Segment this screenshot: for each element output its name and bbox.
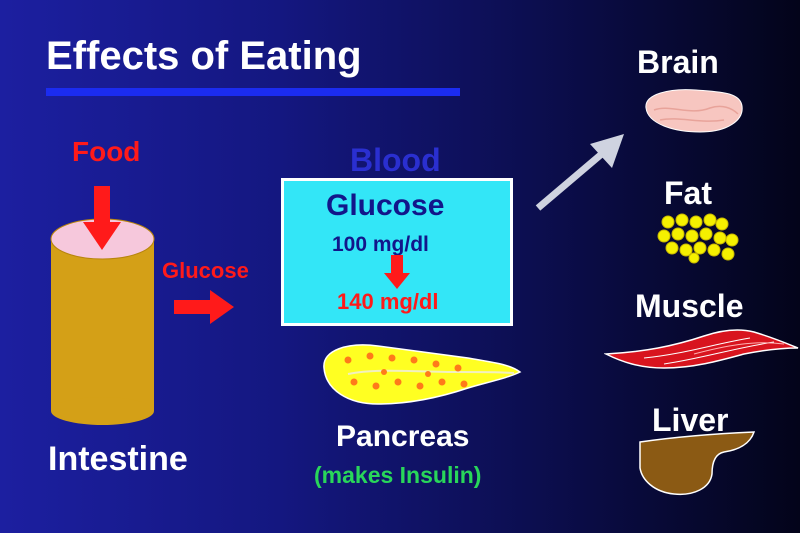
glucose-before-value: 100 mg/dl — [332, 233, 429, 256]
food-label: Food — [72, 136, 141, 167]
liver-label: Liver — [652, 402, 729, 438]
pancreas-insulin-note: (makes Insulin) — [314, 462, 482, 488]
liver-shape — [639, 431, 756, 496]
brain-label: Brain — [637, 44, 719, 80]
intestine-label: Intestine — [48, 440, 188, 478]
distribution-arrow-icon — [535, 134, 624, 211]
pancreas-label: Pancreas — [336, 420, 470, 453]
fat-label: Fat — [664, 175, 712, 211]
muscle-strand — [604, 329, 799, 369]
slide-title: Effects of Eating — [46, 34, 362, 78]
glucose-label: Glucose — [162, 258, 249, 283]
glucose-right-arrow-icon — [174, 290, 234, 324]
food-down-arrow-icon — [83, 186, 121, 250]
box-glucose-title: Glucose — [326, 189, 445, 222]
blood-glucose-box: Glucose 100 mg/dl 140 mg/dl — [281, 178, 513, 326]
intestine-cylinder — [50, 218, 155, 425]
fat-globules — [657, 213, 739, 264]
title-underline — [46, 88, 460, 96]
muscle-label: Muscle — [635, 288, 744, 324]
brain-shape — [645, 89, 743, 133]
pancreas-shape — [323, 344, 522, 405]
glucose-rise-arrow-icon — [384, 255, 410, 289]
blood-label: Blood — [350, 142, 441, 178]
glucose-after-value: 140 mg/dl — [337, 289, 439, 314]
